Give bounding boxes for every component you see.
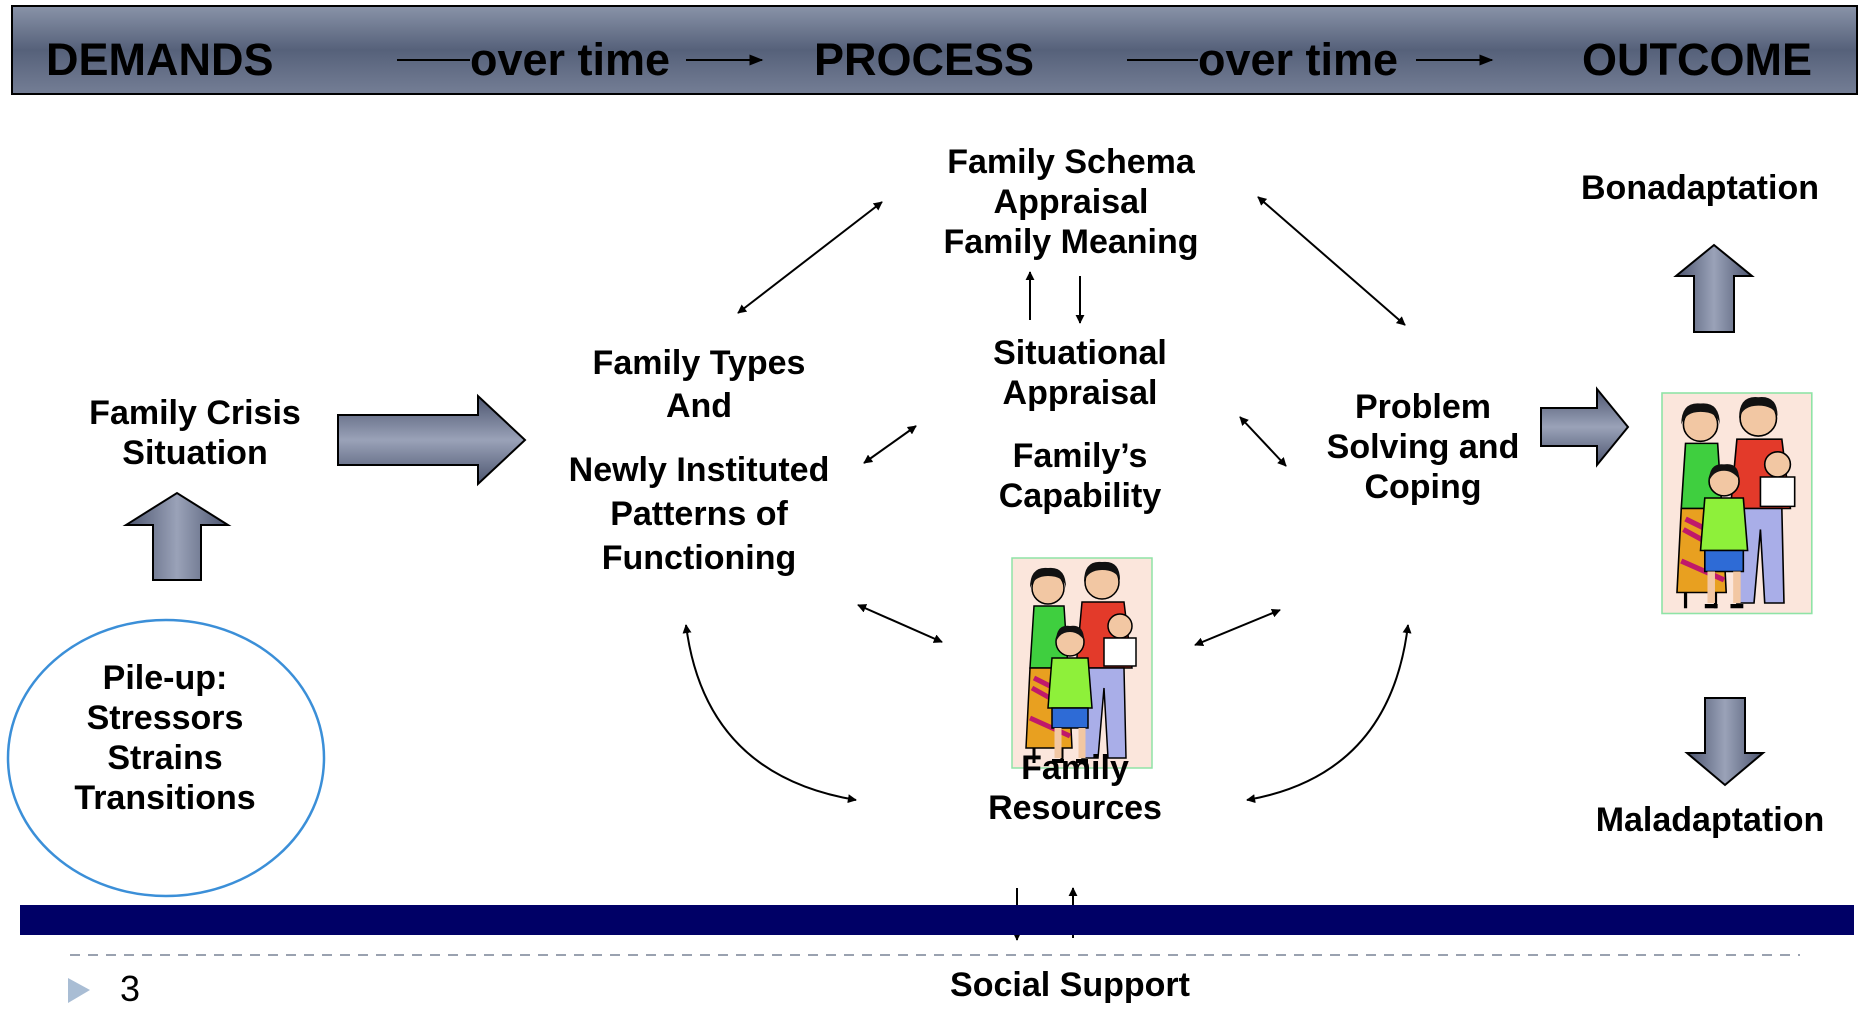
- connector-patterns-resources: [857, 604, 943, 643]
- family-clipart-small: [1012, 558, 1152, 768]
- header-process: PROCESS: [814, 34, 1035, 85]
- header-over-time-2: over time: [1198, 34, 1399, 85]
- arrow-coping-to-outcome: [1540, 386, 1630, 468]
- family-clipart-large: [1662, 393, 1812, 614]
- page-marker-icon: [68, 978, 90, 1003]
- node-social-support: Social Support: [950, 966, 1190, 1004]
- connector-schema-coping: [1257, 196, 1406, 326]
- pileup-ellipse: [6, 618, 326, 898]
- header-demands: DEMANDS: [46, 34, 274, 85]
- connector-coping-resources-curve: [1246, 624, 1412, 804]
- connector-types-schema: [737, 201, 883, 314]
- connector-patterns-resources-curve: [682, 624, 857, 804]
- bottom-bar: [20, 905, 1854, 935]
- page-number: 3: [120, 968, 141, 1009]
- header-bar: [11, 5, 1858, 95]
- arrow-pileup-to-crisis: [122, 491, 232, 581]
- arrow-down-maladaptation: [1684, 697, 1766, 787]
- connector-patterns-situational: [863, 425, 917, 464]
- arrow-up-bonadaptation: [1673, 243, 1755, 333]
- arrow-crisis-to-process: [337, 393, 527, 487]
- header-over-time-1: over time: [470, 34, 671, 85]
- node-maladaptation: Maladaptation: [1595, 801, 1825, 839]
- node-bonadaptation: Bonadaptation: [1581, 169, 1819, 207]
- connector-situational-coping: [1239, 416, 1287, 467]
- connector-resources-coping: [1194, 608, 1281, 647]
- header-outcome: OUTCOME: [1582, 34, 1812, 85]
